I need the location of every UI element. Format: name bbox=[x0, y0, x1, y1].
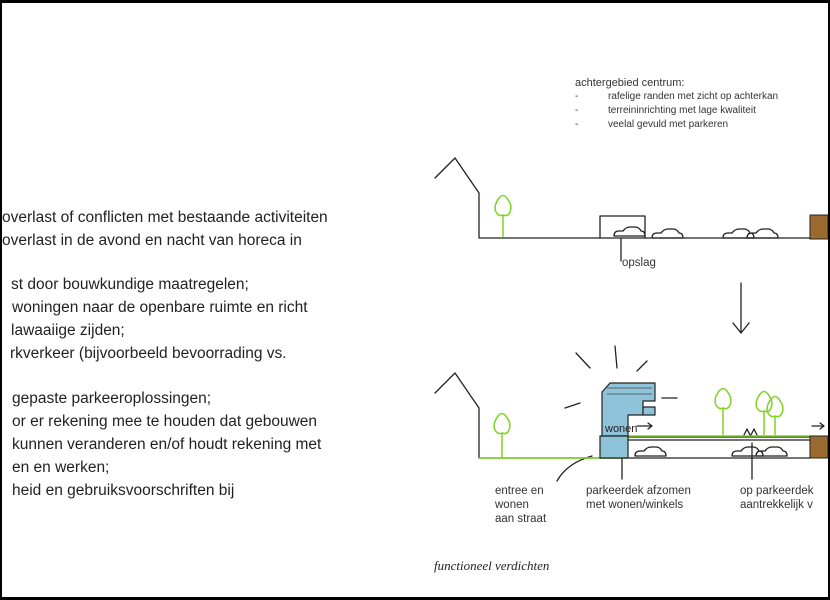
top-heading: achtergebied centrum: bbox=[575, 77, 685, 89]
label-line: aantrekkelijk v bbox=[740, 499, 813, 511]
top-bullet: veelal gevuld met parkeren bbox=[608, 119, 729, 130]
body-line: lawaaiige zijden; bbox=[11, 322, 125, 339]
diagram-canvas: overlast of conflicten met bestaande act… bbox=[2, 3, 828, 597]
body-line: en en werken; bbox=[12, 459, 110, 476]
parking-deck bbox=[626, 436, 811, 441]
body-line: kunnen veranderen en/of houdt rekening m… bbox=[12, 436, 322, 453]
body-line: gepaste parkeeroplossingen; bbox=[12, 390, 212, 407]
car-icon bbox=[755, 446, 788, 457]
arrow-right-icon bbox=[636, 422, 653, 430]
label-line: entree en bbox=[495, 485, 544, 497]
tree-icon bbox=[714, 387, 732, 435]
tree-icon bbox=[494, 194, 512, 237]
tree-icon bbox=[755, 390, 773, 435]
down-arrow-icon bbox=[732, 282, 750, 334]
label-line: parkeerdek afzomen bbox=[586, 485, 691, 497]
people-icon bbox=[743, 428, 758, 436]
body-line: overlast in de avond en nacht van horeca… bbox=[2, 232, 302, 249]
bullet-marker: - bbox=[575, 105, 579, 116]
car-icon bbox=[613, 226, 646, 237]
tree-icon bbox=[493, 412, 511, 457]
label-line: wonen bbox=[495, 499, 529, 511]
label-line: op parkeerdek bbox=[740, 485, 814, 497]
car-icon bbox=[651, 228, 684, 239]
brown-block bbox=[809, 214, 828, 240]
on-deck-label: op parkeerdek aantrekkelijk v bbox=[740, 484, 814, 512]
top-section bbox=[434, 157, 811, 334]
body-line: woningen naar de openbare ruimte en rich… bbox=[12, 299, 308, 316]
label-line: met wonen/winkels bbox=[586, 499, 684, 511]
arrow-right-icon bbox=[811, 422, 825, 430]
building-base bbox=[599, 435, 629, 459]
top-bullet: rafelige randen met zicht op achterkan bbox=[608, 91, 779, 102]
car-icon bbox=[634, 446, 667, 457]
entrance-label: entree en wonen aan straat bbox=[495, 484, 546, 526]
bullet-marker: - bbox=[575, 119, 579, 130]
caption: functioneel verdichten bbox=[434, 558, 550, 573]
building-side bbox=[642, 406, 656, 416]
brown-block bbox=[809, 435, 828, 459]
building bbox=[599, 382, 656, 459]
car-icon bbox=[746, 228, 779, 239]
section-drawings: wonen bbox=[434, 157, 828, 482]
storage-shed bbox=[599, 215, 646, 239]
bullet-marker: - bbox=[575, 91, 579, 102]
body-line: heid en gebruiksvoorschriften bij bbox=[12, 482, 235, 499]
tree-icon bbox=[766, 395, 784, 435]
entrance-pointer bbox=[556, 455, 593, 482]
sun-rays-icon bbox=[564, 345, 678, 409]
storage-label: opslag bbox=[622, 257, 656, 269]
body-line: overlast of conflicten met bestaande act… bbox=[2, 209, 328, 226]
body-line: or er rekening mee te houden dat gebouwe… bbox=[12, 413, 318, 430]
house-outline bbox=[434, 157, 598, 239]
label-line: aan straat bbox=[495, 513, 547, 525]
top-bullet: terreininrichting met lage kwaliteit bbox=[608, 105, 756, 116]
parking-deck-label: parkeerdek afzomen met wonen/winkels bbox=[586, 484, 691, 512]
body-line: st door bouwkundige maatregelen; bbox=[11, 276, 249, 293]
wonen-label: wonen bbox=[604, 423, 637, 435]
body-line: rkverkeer (bijvoorbeeld bevoorrading vs. bbox=[10, 345, 287, 362]
